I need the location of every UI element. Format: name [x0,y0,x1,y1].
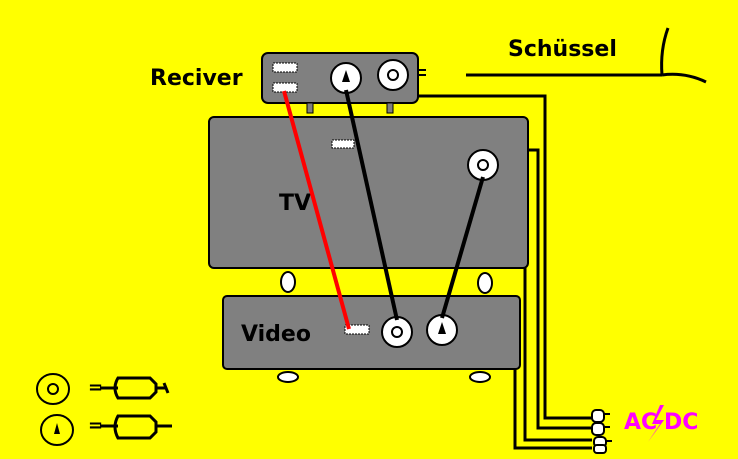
legend: = = [36,373,172,446]
dish-label: Schüssel [508,37,617,62]
acdc-logo: AC DC [624,405,698,442]
acdc-left: AC [624,410,657,435]
plug-icon [100,414,172,440]
dish-icon [466,27,707,84]
legend-row-pointed: = [40,414,172,446]
lightning-bolt-icon [648,405,664,442]
legend-row-round: = [36,373,170,405]
plug-icon [100,376,170,400]
video-box [222,295,521,370]
receiver-device [261,52,426,114]
receiver-label: Reciver [150,66,243,91]
tv-label: TV [279,191,311,216]
power-plugs [591,409,612,454]
tv-feet [280,271,493,294]
tv-scart-port [331,139,355,149]
acdc-right: DC [664,410,698,435]
black-cable-tv-video [440,176,485,319]
legend-equals: = [88,377,103,398]
video-label: Video [241,322,311,347]
round-jack-icon [36,373,70,405]
pointed-jack-icon [40,414,74,446]
legend-equals: = [88,415,103,436]
video-scart-port [344,324,370,335]
scart-port-1 [272,62,298,73]
black-cable-receiver-video [344,89,399,321]
scart-port-2 [272,82,298,93]
video-device [222,295,521,383]
red-scart-cable [282,90,351,330]
